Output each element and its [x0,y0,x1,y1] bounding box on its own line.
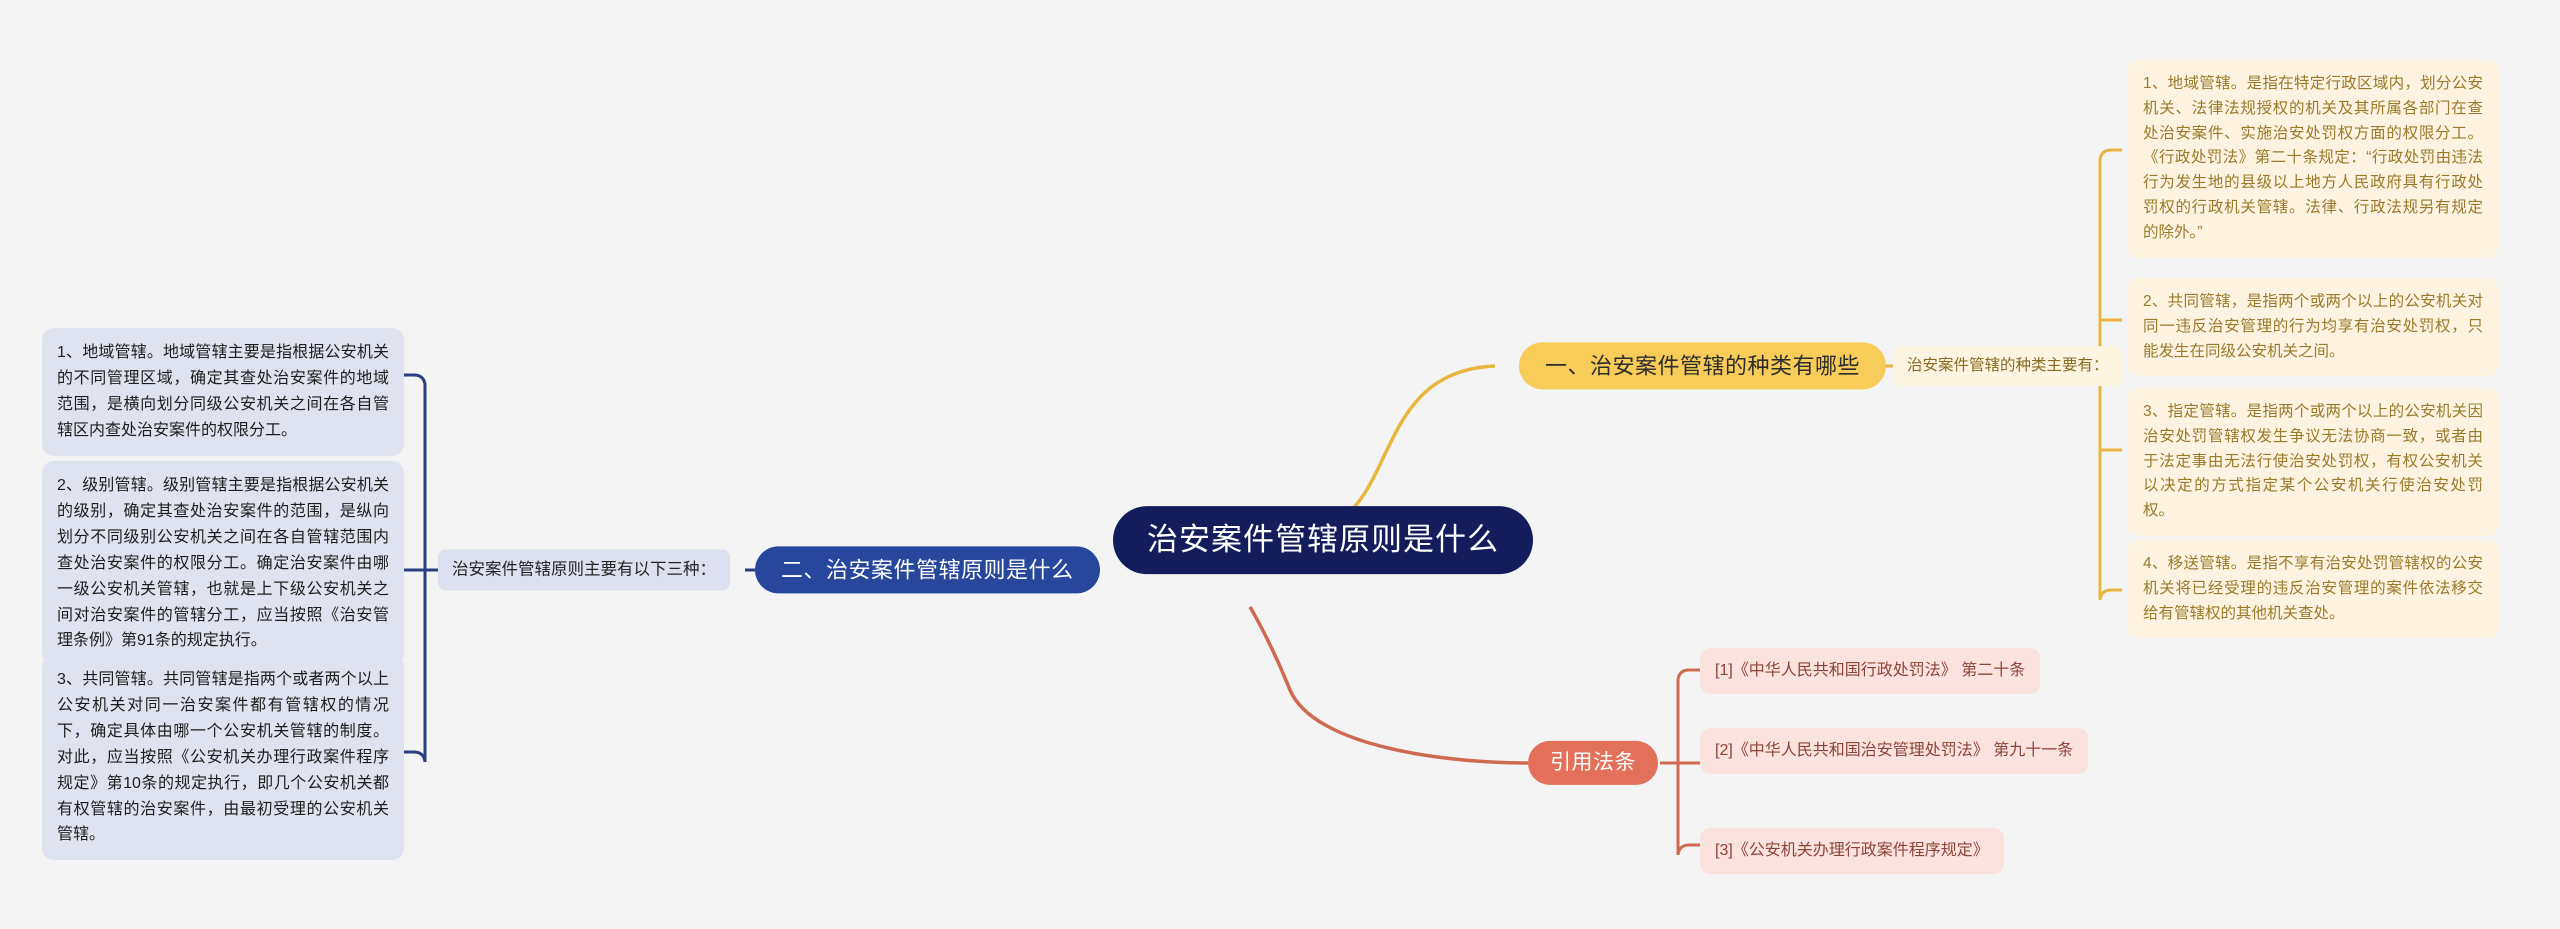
lead-label-principles[interactable]: 治安案件管辖原则主要有以下三种： [438,549,730,591]
card-type-3-text: 3、指定管辖。是指两个或两个以上的公安机关因治安处罚管辖权发生争议无法协商一致，… [2127,388,2499,536]
card-type-3[interactable]: 3、指定管辖。是指两个或两个以上的公安机关因治安处罚管辖权发生争议无法协商一致，… [2127,388,2499,536]
lead-label-types-text: 治安案件管辖的种类主要有： [1893,346,2123,386]
branch-node-types-label: 一、治安案件管辖的种类有哪些 [1519,342,1887,390]
branch-node-principles[interactable]: 二、治安案件管辖原则是什么 [755,546,1100,594]
card-principle-1[interactable]: 1、地域管辖。地域管辖主要是指根据公安机关的不同管理区域，确定其查处治安案件的地… [42,328,404,456]
branch-node-types[interactable]: 一、治安案件管辖的种类有哪些 [1519,342,1887,390]
card-type-1[interactable]: 1、地域管辖。是指在特定行政区域内，划分公安机关、法律法规授权的机关及其所属各部… [2127,60,2499,258]
root-node-label: 治安案件管辖原则是什么 [1113,506,1533,574]
citation-item-1[interactable]: [1]《中华人民共和国行政处罚法》 第二十条 [1700,648,2100,694]
lead-label-types[interactable]: 治安案件管辖的种类主要有： [1893,346,2123,386]
card-type-4-text: 4、移送管辖。是指不享有治安处罚管辖权的公安机关将已经受理的违反治安管理的案件依… [2127,540,2499,639]
lead-label-principles-text: 治安案件管辖原则主要有以下三种： [438,549,730,591]
card-type-2[interactable]: 2、共同管辖，是指两个或两个以上的公安机关对同一违反治安管理的行为均享有治安处罚… [2127,278,2499,377]
citation-item-3[interactable]: [3]《公安机关办理行政案件程序规定》 [1700,828,2100,874]
branch-node-citations-label: 引用法条 [1528,740,1658,786]
card-principle-1-text: 1、地域管辖。地域管辖主要是指根据公安机关的不同管理区域，确定其查处治安案件的地… [42,328,404,456]
card-type-2-text: 2、共同管辖，是指两个或两个以上的公安机关对同一违反治安管理的行为均享有治安处罚… [2127,278,2499,377]
citation-item-2-text: [2]《中华人民共和国治安管理处罚法》 第九十一条 [1700,728,2089,774]
branch-node-principles-label: 二、治安案件管辖原则是什么 [755,546,1100,594]
citation-item-1-text: [1]《中华人民共和国行政处罚法》 第二十条 [1700,648,2041,694]
card-principle-3-text: 3、共同管辖。共同管辖是指两个或者两个以上公安机关对同一治安案件都有管辖权的情况… [42,655,404,861]
card-type-1-text: 1、地域管辖。是指在特定行政区域内，划分公安机关、法律法规授权的机关及其所属各部… [2127,60,2499,258]
card-principle-2-text: 2、级别管辖。级别管辖主要是指根据公安机关的级别，确定其查处治安案件的范围，是纵… [42,461,404,667]
citation-item-2[interactable]: [2]《中华人民共和国治安管理处罚法》 第九十一条 [1700,728,2100,774]
card-type-4[interactable]: 4、移送管辖。是指不享有治安处罚管辖权的公安机关将已经受理的违反治安管理的案件依… [2127,540,2499,639]
branch-node-citations[interactable]: 引用法条 [1528,740,1658,786]
card-principle-2[interactable]: 2、级别管辖。级别管辖主要是指根据公安机关的级别，确定其查处治安案件的范围，是纵… [42,461,404,667]
root-node[interactable]: 治安案件管辖原则是什么 [1113,506,1533,574]
citation-item-3-text: [3]《公安机关办理行政案件程序规定》 [1700,828,2004,874]
card-principle-3[interactable]: 3、共同管辖。共同管辖是指两个或者两个以上公安机关对同一治安案件都有管辖权的情况… [42,655,404,861]
